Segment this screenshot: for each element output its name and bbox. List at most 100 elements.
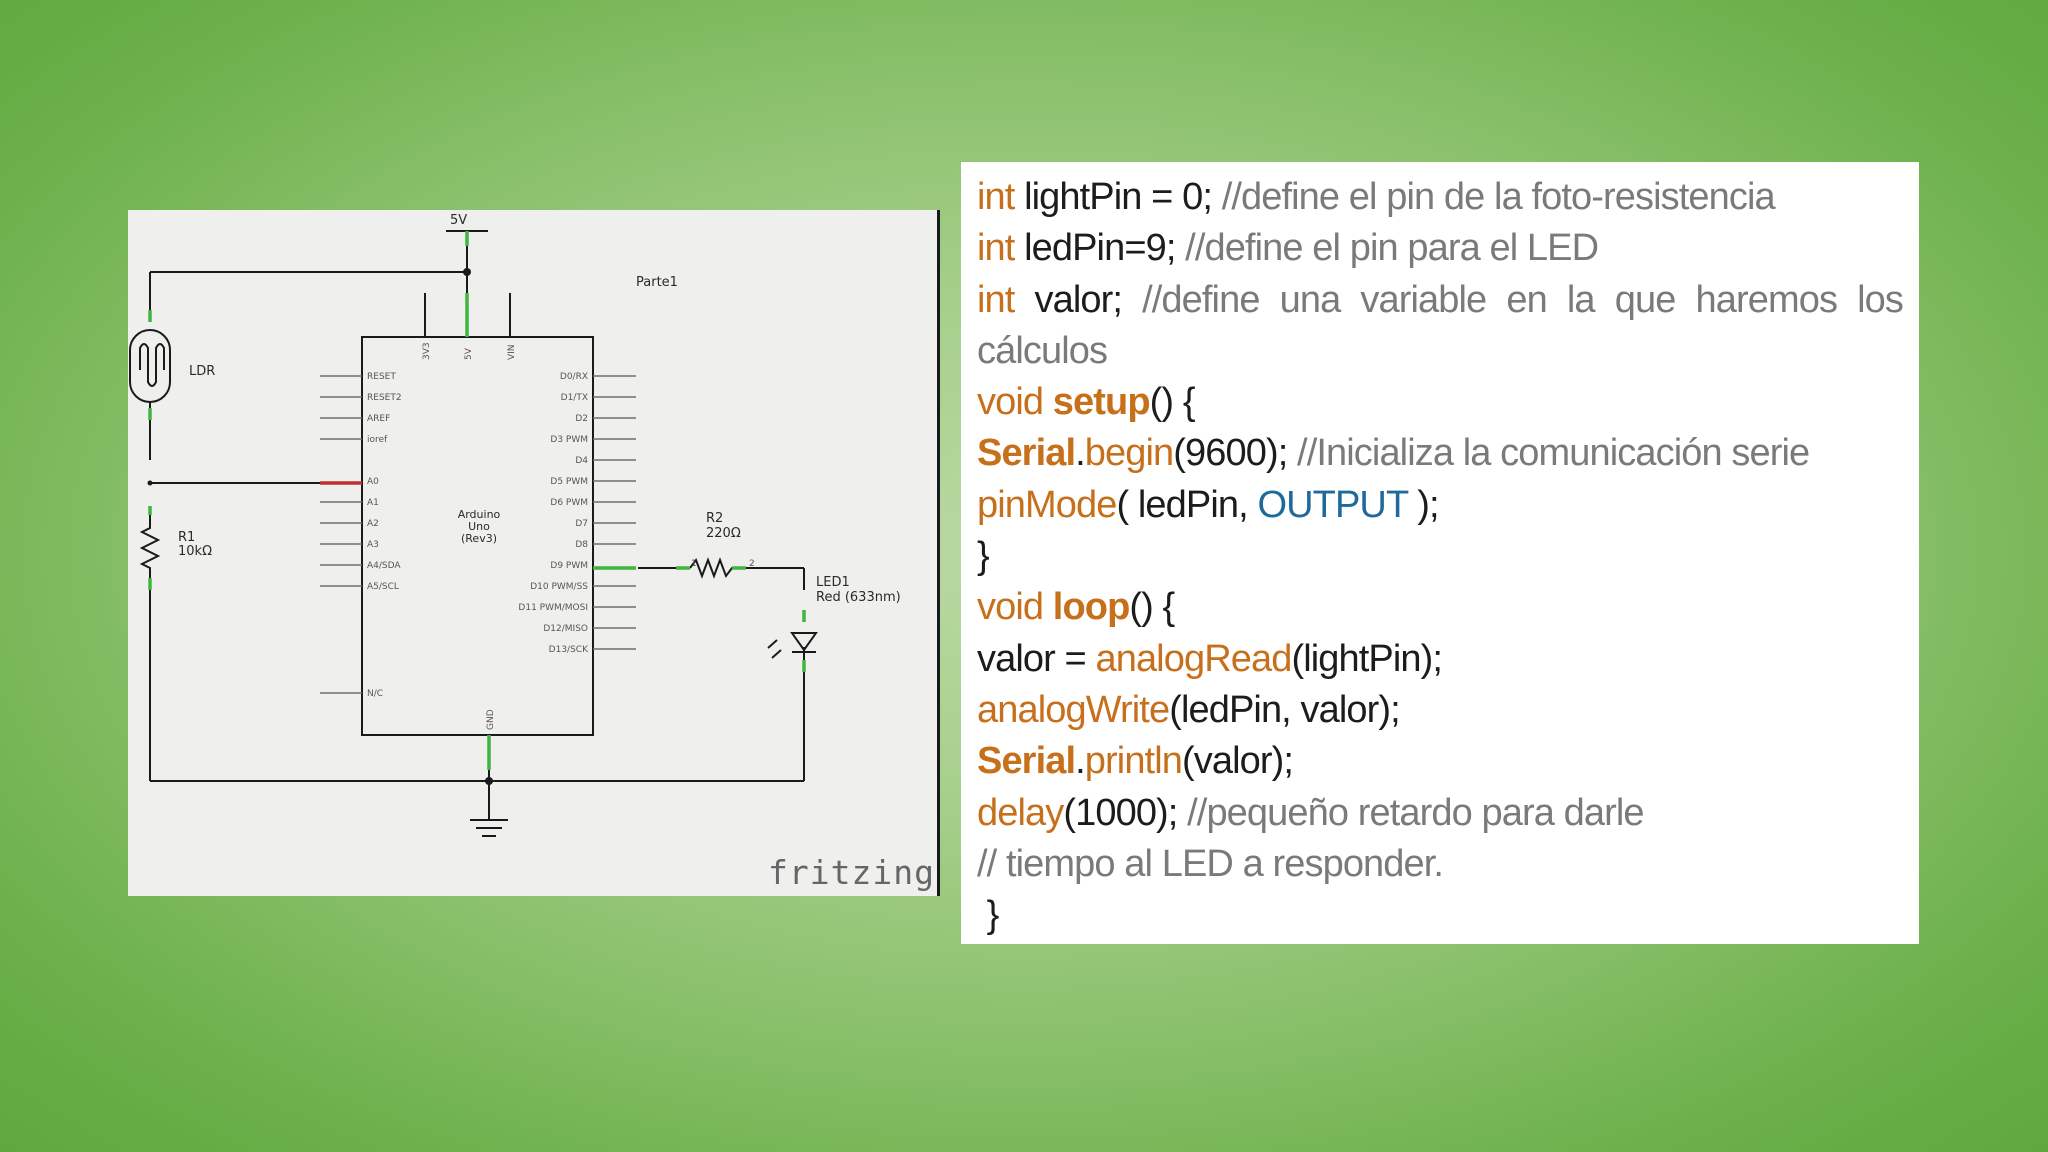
- pin-label: D6 PWM: [550, 498, 588, 508]
- pin-label: D3 PWM: [550, 435, 588, 445]
- code-text: .: [1075, 740, 1086, 783]
- pin-label: D5 PWM: [550, 477, 588, 487]
- pin-label: D0/RX: [560, 372, 588, 382]
- pin-label-vin: VIN: [507, 344, 517, 360]
- schematic-diagram: 5V Parte1 LDR R1 10kΩ R2 220Ω LED1 Red (…: [128, 210, 940, 896]
- code-text: (ledPin, valor);: [1169, 688, 1400, 731]
- board-name-1: Arduino: [458, 508, 501, 521]
- pin-label-gnd: GND: [486, 709, 496, 730]
- function-name: delay: [977, 791, 1064, 834]
- junction-5v: [463, 268, 471, 276]
- code-line-3b: cálculos: [977, 326, 1903, 377]
- keyword: int: [977, 278, 1015, 321]
- led-symbol: [790, 632, 818, 652]
- keyword: void: [977, 381, 1044, 424]
- fritzing-watermark: fritzing: [768, 853, 935, 892]
- function-name: println: [1084, 740, 1183, 783]
- pin-label: A1: [367, 498, 379, 508]
- comment: // tiempo al LED a responder.: [977, 842, 1444, 885]
- code-line-1: int lightPin = 0; //define el pin de la …: [977, 172, 1903, 223]
- r2-pin-2: 2: [749, 559, 755, 569]
- r1-value: 10kΩ: [178, 544, 212, 559]
- pin-label: D1/TX: [561, 393, 588, 403]
- pin-label: D8: [575, 540, 588, 550]
- pin-label: D2: [575, 414, 588, 424]
- code-line-7: }: [977, 535, 990, 578]
- left-pin-labels: RESET RESET2 AREF ioref A0 A1 A2 A3 A4/S…: [367, 372, 402, 699]
- object-name: Serial: [977, 432, 1076, 475]
- r2-pin-1: 1: [691, 559, 697, 569]
- keyword: int: [977, 176, 1015, 218]
- comment: //Inicializa la comunicación serie: [1297, 432, 1810, 475]
- code-text: ( ledPin,: [1116, 483, 1258, 526]
- comment: cálculos: [977, 329, 1108, 372]
- code-listing: int lightPin = 0; //define el pin de la …: [961, 162, 1919, 944]
- comment: //define el pin de la foto-resistencia: [1221, 176, 1776, 218]
- ldr-body: [129, 329, 171, 403]
- code-text: (valor);: [1182, 740, 1294, 783]
- r1-resistor: [139, 515, 161, 578]
- code-line-11: Serial.println(valor);: [977, 736, 1903, 787]
- pin-label: AREF: [367, 414, 390, 424]
- code-line-3: int valor; //define una variable en la q…: [977, 275, 1904, 326]
- pin-label: A4/SDA: [367, 561, 401, 571]
- code-line-8: void loop() {: [977, 582, 1903, 633]
- pin-label: D11 PWM/MOSI: [518, 603, 588, 613]
- function-name: analogRead: [1095, 637, 1292, 680]
- comment: //define el pin para el LED: [1185, 227, 1599, 270]
- junction-a0: [147, 480, 153, 486]
- comment: //define una variable en la que haremos …: [1142, 278, 1904, 321]
- code-text: valor;: [1014, 278, 1143, 321]
- r2-name: R2: [706, 511, 723, 526]
- code-line-10: analogWrite(ledPin, valor);: [977, 685, 1903, 736]
- led-name: LED1: [816, 575, 850, 590]
- pin-label: D7: [575, 519, 588, 529]
- pin-label: D4: [575, 456, 588, 466]
- keyword: void: [977, 586, 1044, 629]
- pin-label: A5/SCL: [367, 582, 399, 592]
- code-line-14: }: [977, 894, 1000, 937]
- object-name: Serial: [977, 740, 1076, 783]
- left-pin-stubs: [320, 375, 362, 694]
- ldr-label: LDR: [189, 364, 215, 379]
- supply-label: 5V: [450, 213, 467, 228]
- code-text: );: [1407, 483, 1439, 526]
- pin-label: D13/SCK: [549, 645, 589, 655]
- pin-label: A2: [367, 519, 379, 529]
- function-name: begin: [1084, 432, 1174, 475]
- part-title: Parte1: [636, 275, 678, 290]
- pin-label: ioref: [367, 435, 388, 445]
- code-line-13: // tiempo al LED a responder.: [977, 839, 1903, 890]
- constant: OUTPUT: [1257, 483, 1408, 526]
- code-line-9: valor = analogRead(lightPin);: [977, 634, 1903, 685]
- function-name: setup: [1052, 381, 1151, 424]
- pin-label: N/C: [367, 689, 383, 699]
- arduino-body: [361, 336, 594, 736]
- board-name-3: (Rev3): [461, 532, 497, 545]
- connected-pins: [148, 231, 806, 770]
- r2-value: 220Ω: [706, 526, 741, 541]
- r1-name: R1: [178, 530, 195, 545]
- pin-label-3v3: 3V3: [422, 342, 432, 360]
- pin-label: A0: [367, 477, 379, 487]
- code-line-2: int ledPin=9; //define el pin para el LE…: [977, 223, 1903, 274]
- code-text: .: [1075, 432, 1086, 475]
- pin-label: RESET2: [367, 393, 402, 403]
- code-text: (lightPin);: [1291, 637, 1443, 680]
- code-line-5: Serial.begin(9600); //Inicializa la comu…: [977, 428, 1903, 479]
- right-pin-labels: D0/RX D1/TX D2 D3 PWM D4 D5 PWM D6 PWM D…: [518, 372, 589, 655]
- pin-label: D10 PWM/SS: [530, 582, 588, 592]
- led-value: Red (633nm): [816, 590, 901, 605]
- code-text: (9600);: [1173, 432, 1298, 475]
- function-name: loop: [1052, 586, 1130, 629]
- code-text: () {: [1149, 381, 1196, 424]
- code-line-12: delay(1000); //pequeño retardo para darl…: [977, 788, 1903, 839]
- function-name: pinMode: [977, 483, 1117, 526]
- code-line-4: void setup() {: [977, 377, 1903, 428]
- comment: //pequeño retardo para darle: [1187, 791, 1644, 834]
- keyword: int: [977, 227, 1015, 270]
- code-text: ledPin=9;: [1014, 227, 1186, 270]
- pin-label-5v: 5V: [464, 347, 474, 360]
- code-text: lightPin = 0;: [1014, 176, 1222, 218]
- pin-label: D9 PWM: [550, 561, 588, 571]
